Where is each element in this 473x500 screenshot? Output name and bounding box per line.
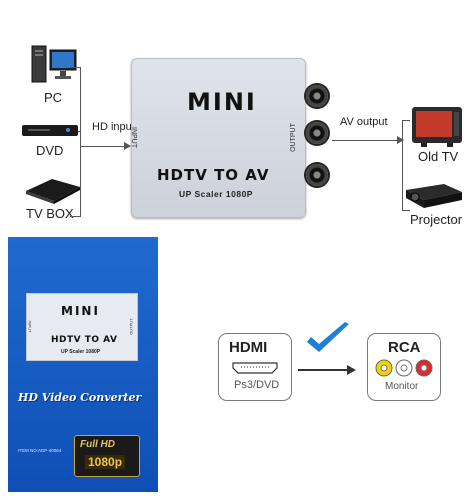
package-window: MINI HDTV TO AV UP Scaler 1080P INPUT OU…	[26, 293, 138, 361]
input-bracket-top	[70, 67, 81, 68]
package-fullhd-badge: Full HD 1080p	[74, 435, 140, 477]
badge-bottom-text: 1080p	[85, 455, 126, 469]
output-arrow-head	[397, 136, 404, 144]
package-item-number: ITEM NO:ADP-40064	[18, 448, 62, 453]
checkmark-icon	[305, 322, 351, 356]
device-subtitle: UP Scaler 1080P	[179, 189, 253, 199]
hdmi-port-icon	[232, 361, 278, 374]
input-bracket-vertical	[80, 67, 81, 216]
device-input-port-label: INPUT	[130, 127, 137, 148]
output-heading: AV output	[340, 116, 388, 128]
input-bracket-bottom	[70, 216, 81, 217]
output-bracket-vertical	[402, 120, 403, 210]
rca-target-box: RCA Monitor	[367, 333, 441, 401]
package-side-label-right: OUTPUT	[128, 318, 134, 335]
input-bracket-middle	[78, 131, 81, 132]
input-label-dvd: DVD	[36, 143, 64, 158]
hdmi-title: HDMI	[229, 339, 268, 356]
tv-box-icon	[22, 175, 82, 205]
badge-top-text: Full HD	[80, 439, 115, 450]
rca-caption: Monitor	[385, 381, 419, 392]
tv-icon	[411, 106, 463, 148]
rca-connector-pin-3	[420, 364, 428, 372]
pc-icon	[30, 44, 78, 84]
rca-title: RCA	[388, 339, 421, 356]
input-label-tvbox: TV BOX	[26, 206, 74, 221]
package-product-name: HD Video Converter	[18, 391, 142, 404]
converter-device: MINI HDTV TO AV UP Scaler 1080P INPUT OU…	[130, 58, 306, 218]
hdmi-caption: Ps3/DVD	[234, 379, 280, 391]
output-bracket-bottom	[402, 210, 410, 211]
output-bracket-top	[402, 120, 410, 121]
package-brand: MINI	[61, 304, 100, 318]
input-heading: HD input	[92, 121, 135, 133]
output-label-oldtv: Old TV	[418, 149, 459, 164]
conversion-arrow-line	[298, 369, 350, 371]
package-side-label: INPUT	[27, 320, 33, 333]
rca-connectors-icon	[374, 358, 434, 378]
input-label-pc: PC	[44, 90, 63, 105]
package-subtitle: UP Scaler 1080P	[61, 349, 101, 355]
rca-jack-3	[306, 164, 328, 186]
rca-jack-2	[306, 122, 328, 144]
device-brand: MINI	[187, 88, 257, 116]
device-title: HDTV TO AV	[157, 166, 270, 184]
rca-jack-1	[306, 85, 328, 107]
projector-icon	[404, 180, 464, 210]
input-arrow-head	[124, 142, 131, 150]
output-label-projector: Projector	[410, 212, 463, 227]
conversion-arrow-head	[347, 365, 356, 375]
product-package: MINI HDTV TO AV UP Scaler 1080P INPUT OU…	[8, 237, 158, 492]
device-output-port-label: OUTPUT	[289, 123, 297, 152]
input-arrow-line	[80, 146, 130, 147]
rca-connector-pin-1	[380, 364, 388, 372]
hdmi-source-box: HDMI Ps3/DVD	[218, 333, 292, 401]
rca-connector-pin-2	[400, 364, 408, 372]
package-title: HDTV TO AV	[51, 335, 118, 345]
dvd-player-icon	[22, 124, 78, 138]
output-arrow-line	[332, 140, 402, 141]
